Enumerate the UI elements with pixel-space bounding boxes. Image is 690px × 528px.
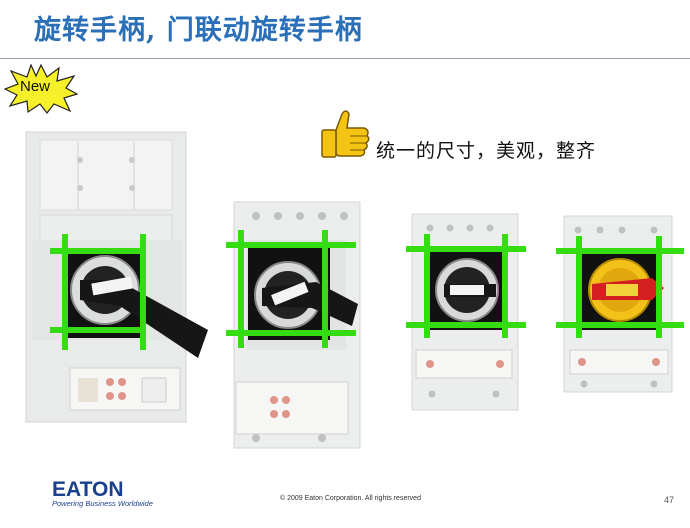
breaker-compact-rotary-handle [406, 213, 526, 411]
eaton-logo-tagline: Powering Business Worldwide [52, 499, 153, 508]
breaker-large-rotary-handle [25, 131, 208, 423]
breaker-medium-rotary-handle [226, 201, 361, 449]
slide-title: 旋转手柄, 门联动旋转手柄 [34, 15, 363, 46]
page-number: 47 [664, 495, 675, 505]
breaker-door-coupling-red-yellow-handle [556, 215, 684, 393]
copyright-notice: © 2009 Eaton Corporation. All rights res… [280, 495, 421, 502]
slogan-text: 统一的尺寸，美观，整齐 [376, 140, 597, 162]
title-divider [0, 58, 690, 59]
thumbs-up-icon [321, 110, 370, 158]
eaton-logo: EATON Powering Business Worldwide [52, 478, 153, 508]
eaton-logo-wordmark: EATON [52, 478, 124, 501]
new-badge-burst [4, 64, 78, 114]
new-badge-label: New [20, 78, 51, 95]
